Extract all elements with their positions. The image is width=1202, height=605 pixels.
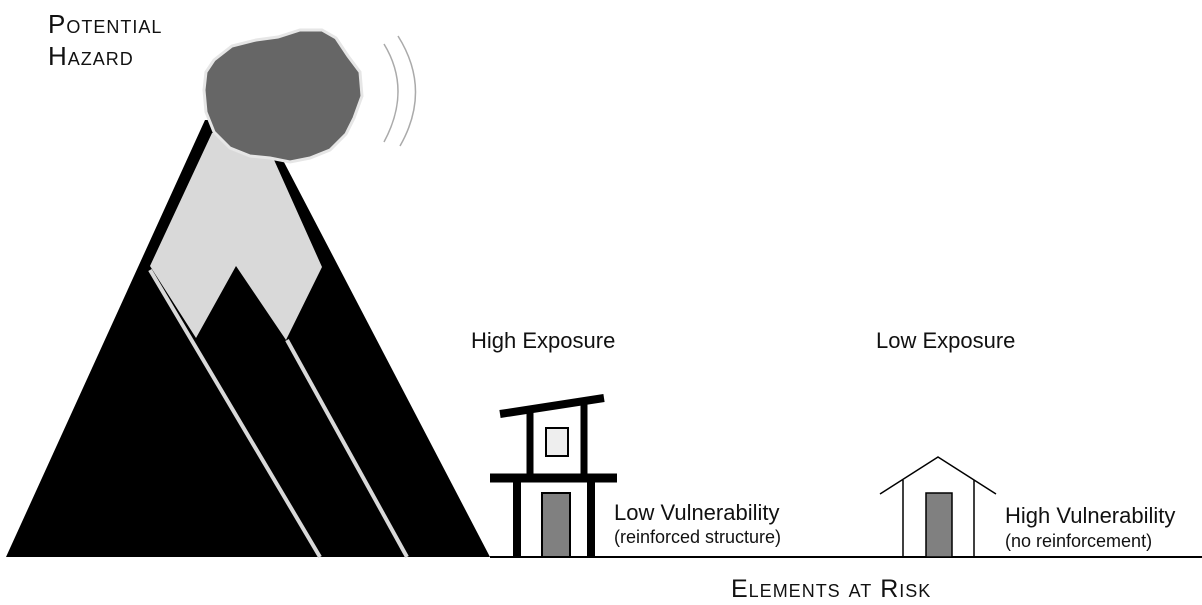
high-exposure-label: High Exposure bbox=[471, 328, 616, 353]
house-door bbox=[925, 492, 953, 558]
mountain-snowcap bbox=[150, 133, 322, 340]
house-window bbox=[545, 427, 569, 457]
low-vulnerability-label: Low Vulnerability bbox=[614, 500, 780, 525]
elements-at-risk-label: Elements at Risk bbox=[731, 575, 932, 603]
mountain-silhouette bbox=[6, 120, 490, 557]
high-vulnerability-label: High Vulnerability bbox=[1005, 503, 1176, 528]
low-exposure-label: Low Exposure bbox=[876, 328, 1016, 353]
vibration-lines-icon bbox=[383, 35, 417, 147]
hazard-label-line1: Potential bbox=[48, 9, 163, 39]
simple-house-icon bbox=[879, 456, 997, 558]
boulder-icon bbox=[202, 28, 364, 164]
no-reinforcement-note: (no reinforcement) bbox=[1005, 531, 1153, 551]
mountain-ridge-line bbox=[148, 268, 322, 559]
mountain bbox=[6, 120, 490, 559]
reinforced-house-icon bbox=[490, 394, 617, 558]
hazard-label: Potential Hazard bbox=[48, 8, 162, 72]
hazard-label-line2: Hazard bbox=[48, 41, 134, 71]
mountain-ridge-line bbox=[285, 339, 409, 558]
reinforced-structure-note: (reinforced structure) bbox=[614, 527, 782, 547]
house-door bbox=[541, 492, 571, 558]
